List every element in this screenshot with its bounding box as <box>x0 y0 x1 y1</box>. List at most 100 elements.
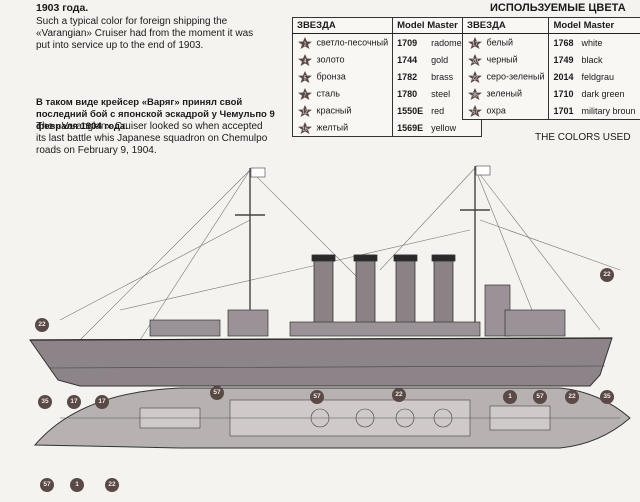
star-header: ЗВЕЗДА <box>462 17 549 34</box>
star-icon: 22 <box>468 70 482 83</box>
svg-text:1: 1 <box>304 41 307 47</box>
russian-color-name: белый <box>486 36 514 47</box>
table-header-row: ЗВЕЗДА Model Master <box>292 17 482 34</box>
model-master-header: Model Master <box>392 17 482 34</box>
english-color-name: white <box>581 37 603 48</box>
svg-text:4: 4 <box>304 58 307 64</box>
callout-badge: 22 <box>35 318 49 332</box>
english-color-name: black <box>581 54 603 65</box>
top-heading: 1903 года. <box>36 2 89 14</box>
color-name-cell: 57 охра <box>463 102 549 120</box>
rigging <box>59 167 621 341</box>
russian-color-name: бронза <box>316 70 346 81</box>
star-icon: 1 <box>298 36 312 49</box>
model-master-header: Model Master <box>548 17 640 34</box>
en-caption: The «Varangian» Cruiser looked so when a… <box>36 121 268 156</box>
callout-badge: 1 <box>503 390 517 404</box>
star-icon: 12 <box>298 104 312 117</box>
svg-text:16: 16 <box>302 126 308 132</box>
color-name-cell: 17 белый <box>463 34 549 52</box>
english-color-name: yellow <box>431 122 457 133</box>
callout-badge: 57 <box>310 390 324 404</box>
callout-badge: 35 <box>600 390 614 404</box>
color-name-cell: 16 желтый <box>293 119 393 137</box>
star-header: ЗВЕЗДА <box>292 17 393 34</box>
callout-badge: 17 <box>95 395 109 409</box>
color-name-cell: 12 красный <box>293 102 393 119</box>
svg-text:17: 17 <box>472 41 478 47</box>
colors-used-label: THE COLORS USED <box>535 132 631 143</box>
english-color-name: red <box>431 105 445 116</box>
callout-badge: 1 <box>70 478 84 492</box>
svg-text:5: 5 <box>304 75 307 81</box>
russian-color-name: черный <box>486 53 518 64</box>
svg-text:57: 57 <box>472 109 478 115</box>
english-color-name: brass <box>431 71 454 82</box>
callout-badge: 17 <box>67 395 81 409</box>
model-master-code: 1710 <box>548 85 578 102</box>
callout-badge: 35 <box>38 395 52 409</box>
svg-text:22: 22 <box>472 75 478 81</box>
ru-caption: В таком виде крейсер «Варяг» принял свой… <box>36 97 275 132</box>
star-icon: 16 <box>298 121 312 134</box>
model-master-code: 1749 <box>548 51 578 68</box>
model-master-code: 1709 <box>392 33 428 51</box>
colors-title: ИСПОЛЬЗУЕМЫЕ ЦВЕТА <box>490 2 626 14</box>
callout-badge: 22 <box>105 478 119 492</box>
russian-color-name: охра <box>486 104 506 115</box>
color-name-cell: 20 черный <box>463 51 549 68</box>
model-master-code: 2014 <box>548 68 578 85</box>
svg-text:12: 12 <box>302 109 308 115</box>
masts <box>235 166 490 335</box>
star-icon: 35 <box>468 87 482 100</box>
color-name-cell: 35 зеленый <box>463 85 549 102</box>
superstructure <box>149 284 566 337</box>
color-name-cell: 5 бронза <box>293 68 393 85</box>
model-master-code: 1569E <box>392 119 428 137</box>
russian-color-name: зеленый <box>486 87 522 98</box>
svg-text:35: 35 <box>472 92 478 98</box>
russian-color-name: светло-песочный <box>316 36 389 47</box>
russian-color-name: красный <box>316 104 352 115</box>
callout-badge: 57 <box>533 390 547 404</box>
star-icon: 17 <box>468 36 482 49</box>
model-master-code: 1701 <box>548 102 578 120</box>
star-icon: 5 <box>298 70 312 83</box>
hull-side <box>29 337 613 387</box>
model-master-code: 1780 <box>392 85 428 102</box>
russian-color-name: золото <box>316 53 345 64</box>
russian-color-name: серо-зеленый <box>486 70 545 81</box>
callout-badge: 22 <box>600 268 614 282</box>
russian-color-name: желтый <box>316 121 349 132</box>
callout-badge: 57 <box>40 478 54 492</box>
svg-text:20: 20 <box>472 58 478 64</box>
color-name-cell: 4 золото <box>293 51 393 68</box>
color-name-cell: 1 светло-песочный <box>293 34 393 52</box>
top-paragraph: Such a typical color for foreign shippin… <box>36 16 254 51</box>
russian-color-name: сталь <box>316 87 340 98</box>
english-color-name: dark green <box>581 88 625 99</box>
funnels <box>311 254 456 328</box>
svg-text:7: 7 <box>304 92 307 98</box>
color-name-cell: 22 серо-зеленый <box>463 68 549 85</box>
flag-icon <box>250 167 266 178</box>
star-icon: 4 <box>298 53 312 66</box>
callout-badge: 22 <box>392 388 406 402</box>
english-color-name: feldgrau <box>581 71 615 82</box>
model-master-code: 1782 <box>392 68 428 85</box>
model-master-code: 1744 <box>392 51 428 68</box>
english-color-name: steel <box>431 88 451 99</box>
callout-badge: 57 <box>210 386 224 400</box>
ship-drawing <box>29 165 631 449</box>
